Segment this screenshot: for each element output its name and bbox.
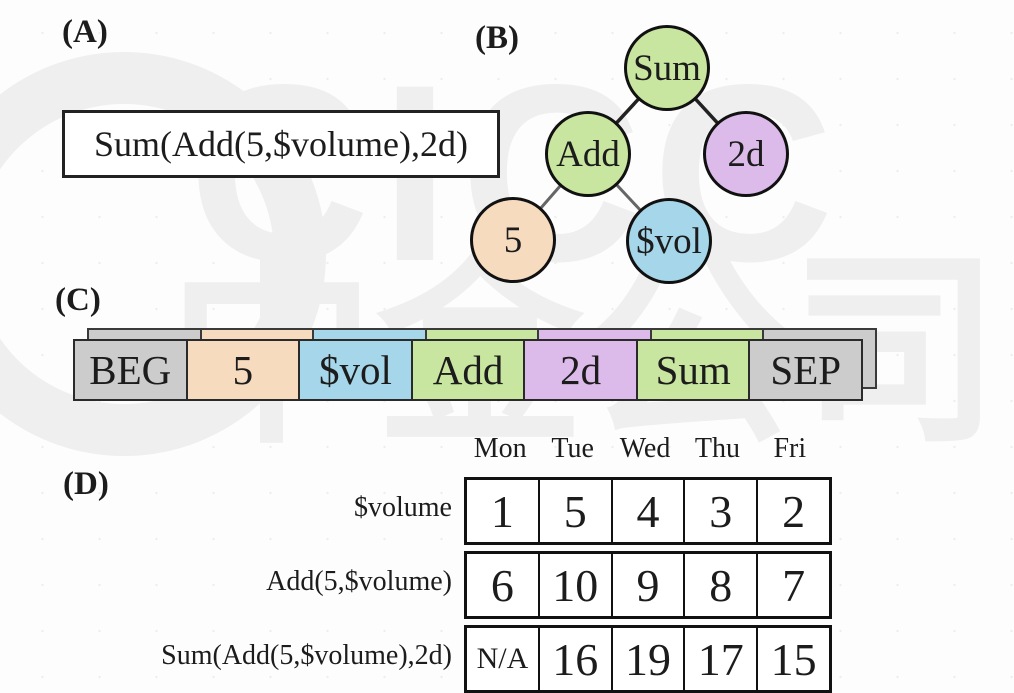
cell-add-mon: 6 — [490, 559, 514, 611]
cell-sum-thu: 17 — [683, 628, 756, 690]
tree-node-2d: 2d — [703, 111, 789, 197]
token-5: 5 — [185, 339, 301, 401]
tree-node-add: Add — [545, 111, 631, 197]
cell-volume-fri: 2 — [756, 480, 829, 542]
table-row-sum: N/A 16 19 17 15 — [464, 625, 832, 693]
panel-d-label: (D) — [63, 466, 109, 502]
tree-node-5-label: 5 — [503, 219, 523, 261]
cell-add-fri: 7 — [756, 554, 829, 616]
cell-volume-thu: 3 — [683, 480, 756, 542]
row-label-sum: Sum(Add(5,$volume),2d) — [161, 640, 452, 671]
cell-add-thu: 8 — [683, 554, 756, 616]
tree-node-sum: Sum — [624, 25, 710, 111]
token-2d: 2d — [523, 339, 638, 401]
formula-text: Sum(Add(5,$volume),2d) — [94, 124, 468, 164]
cell-sum-tue: 16 — [537, 628, 611, 690]
cell-sum-wed: 19 — [610, 628, 684, 690]
day-header-mon: Mon — [473, 433, 527, 464]
day-header-row: Mon Tue Wed Thu Fri — [464, 433, 826, 465]
row-label-add: Add(5,$volume) — [266, 566, 452, 597]
day-header-tue: Tue — [551, 433, 594, 464]
panel-c-label: (C) — [55, 282, 101, 318]
tree-node-2d-label: 2d — [727, 133, 765, 175]
table-row-volume: 1 5 4 3 2 — [464, 477, 832, 545]
formula-box: Sum(Add(5,$volume),2d) — [62, 110, 500, 178]
cell-add-wed: 9 — [610, 554, 684, 616]
token-add: Add — [410, 339, 526, 401]
day-header-thu: Thu — [694, 433, 740, 464]
tree-node-vol: $vol — [626, 198, 712, 284]
panel-b-label: (B) — [475, 20, 519, 56]
token-vol: $vol — [298, 339, 413, 401]
token-beg: BEG — [73, 339, 188, 401]
cell-add-tue: 10 — [537, 554, 611, 616]
token-strip: BEG 5 $vol Add 2d Sum SEP — [73, 328, 883, 404]
day-header-fri: Fri — [773, 433, 807, 464]
cell-sum-mon: N/A — [476, 642, 529, 675]
cell-volume-mon: 1 — [490, 485, 514, 537]
tree-node-5: 5 — [470, 197, 556, 283]
table-row-add: 6 10 9 8 7 — [464, 551, 832, 619]
tree-node-vol-label: $vol — [636, 220, 702, 262]
token-sum: Sum — [635, 339, 751, 401]
cell-sum-fri: 15 — [756, 628, 829, 690]
token-strip-front-layer: BEG 5 $vol Add 2d Sum SEP — [73, 339, 864, 401]
token-sep: SEP — [748, 339, 864, 401]
day-header-wed: Wed — [619, 433, 671, 464]
panel-a-label: (A) — [62, 14, 108, 50]
row-label-volume: $volume — [354, 492, 452, 523]
tree-node-sum-label: Sum — [633, 47, 701, 89]
cell-volume-tue: 5 — [537, 480, 611, 542]
cell-volume-wed: 4 — [610, 480, 684, 542]
tree-node-add-label: Add — [556, 133, 620, 175]
